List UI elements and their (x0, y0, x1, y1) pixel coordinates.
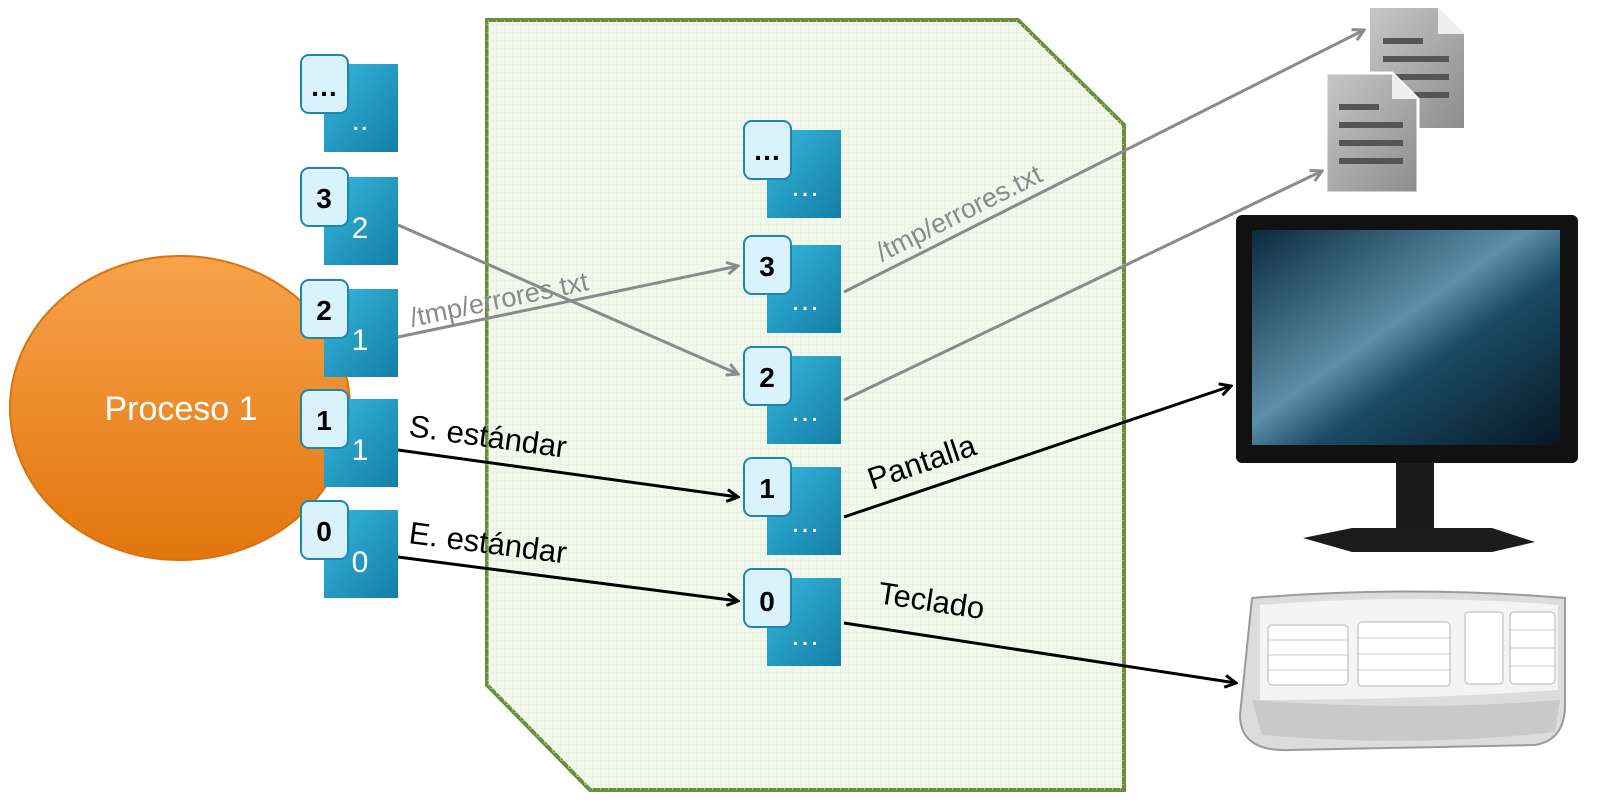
kernel-fd-entry: 3 … (743, 235, 841, 333)
document-icon (1324, 71, 1420, 195)
user-fd-entry: 3 2 (300, 167, 398, 265)
kernel-fd-value: … (790, 619, 820, 652)
kernel-fd-entry: 0 … (743, 568, 841, 666)
process-node: Proceso 1 (9, 255, 351, 561)
kernel-fd-entry: … … (743, 120, 841, 218)
user-fd-value: 1 (352, 324, 369, 357)
arrow-fd2-to-kernel3 (397, 266, 738, 339)
user-fd-badge: … (310, 71, 338, 102)
arrow-fd3-to-kernel2 (397, 223, 738, 374)
user-fd-table: … .. 3 2 2 1 1 1 0 0 (300, 54, 398, 598)
arrow-kernel0-to-keyboard (843, 621, 1236, 683)
monitor-icon (1236, 215, 1578, 552)
user-fd-badge: 2 (316, 295, 332, 326)
user-fd-entry: 1 1 (300, 389, 398, 487)
process-label: Proceso 1 (104, 390, 257, 428)
user-fd-value: .. (352, 104, 369, 137)
kernel-fd-badge: 2 (759, 362, 775, 393)
arrow-kernel2-to-file (843, 171, 1322, 402)
arrow-stdin (397, 555, 738, 601)
kernel-fd-badge: 1 (759, 473, 775, 504)
keyboard-icon (1238, 590, 1566, 752)
connectors (397, 30, 1364, 683)
kernel-fd-badge: 0 (759, 586, 775, 617)
user-fd-value: 0 (352, 546, 369, 579)
kernel-fd-table: … … 3 … 2 … 1 … 0 … (743, 120, 841, 666)
user-fd-entry: 2 1 (300, 279, 398, 377)
arrow-kernel3-to-file (843, 30, 1364, 294)
kernel-fd-badge: 3 (759, 251, 775, 282)
user-fd-entry: … .. (300, 54, 398, 152)
user-fd-badge: 3 (316, 183, 332, 214)
kernel-fd-entry: 2 … (743, 346, 841, 444)
kernel-fd-value: … (790, 170, 820, 203)
user-fd-value: 1 (352, 434, 369, 467)
kernel-fd-value: … (790, 395, 820, 428)
arrow-kernel1-to-monitor (843, 386, 1231, 519)
user-fd-entry: 0 0 (300, 500, 398, 598)
user-fd-badge: 0 (316, 516, 332, 547)
user-fd-value: 2 (352, 212, 369, 245)
kernel-fd-value: … (790, 284, 820, 317)
user-fd-badge: 1 (316, 405, 332, 436)
kernel-fd-value: … (790, 506, 820, 539)
kernel-fd-entry: 1 … (743, 457, 841, 555)
arrow-stdout (397, 448, 738, 497)
kernel-fd-badge: … (753, 135, 781, 166)
